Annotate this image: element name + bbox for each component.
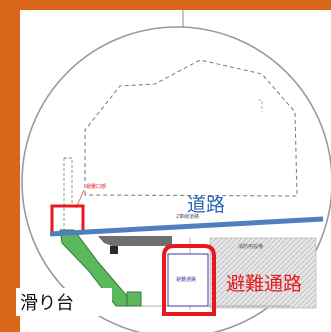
deck-block	[110, 246, 118, 254]
hatch-opening-highlight	[50, 204, 85, 233]
evacuation-passage-label: 避難通路	[226, 273, 302, 295]
passage-box-label: 避難通路	[176, 276, 196, 283]
drain-label: 消防用設備	[238, 243, 263, 250]
slide-label: 滑り台	[20, 293, 74, 314]
hatch-label-leader	[75, 189, 85, 209]
deck-slab	[98, 236, 172, 246]
road-line	[49, 216, 324, 237]
road-label: 道路	[187, 194, 225, 216]
passage-box	[167, 253, 209, 307]
tunnel-outline	[21, 26, 331, 332]
hatched-area	[209, 237, 317, 309]
evacuation-passage-highlight	[162, 244, 216, 316]
slide-label-box	[16, 288, 112, 316]
hatch-label: 避難口部	[86, 183, 106, 190]
clearance-inner-dashed	[258, 99, 263, 112]
hatch-shaft-dashed	[63, 157, 73, 232]
lane-label: 2車線道路	[176, 213, 199, 220]
slide-end	[126, 291, 142, 307]
